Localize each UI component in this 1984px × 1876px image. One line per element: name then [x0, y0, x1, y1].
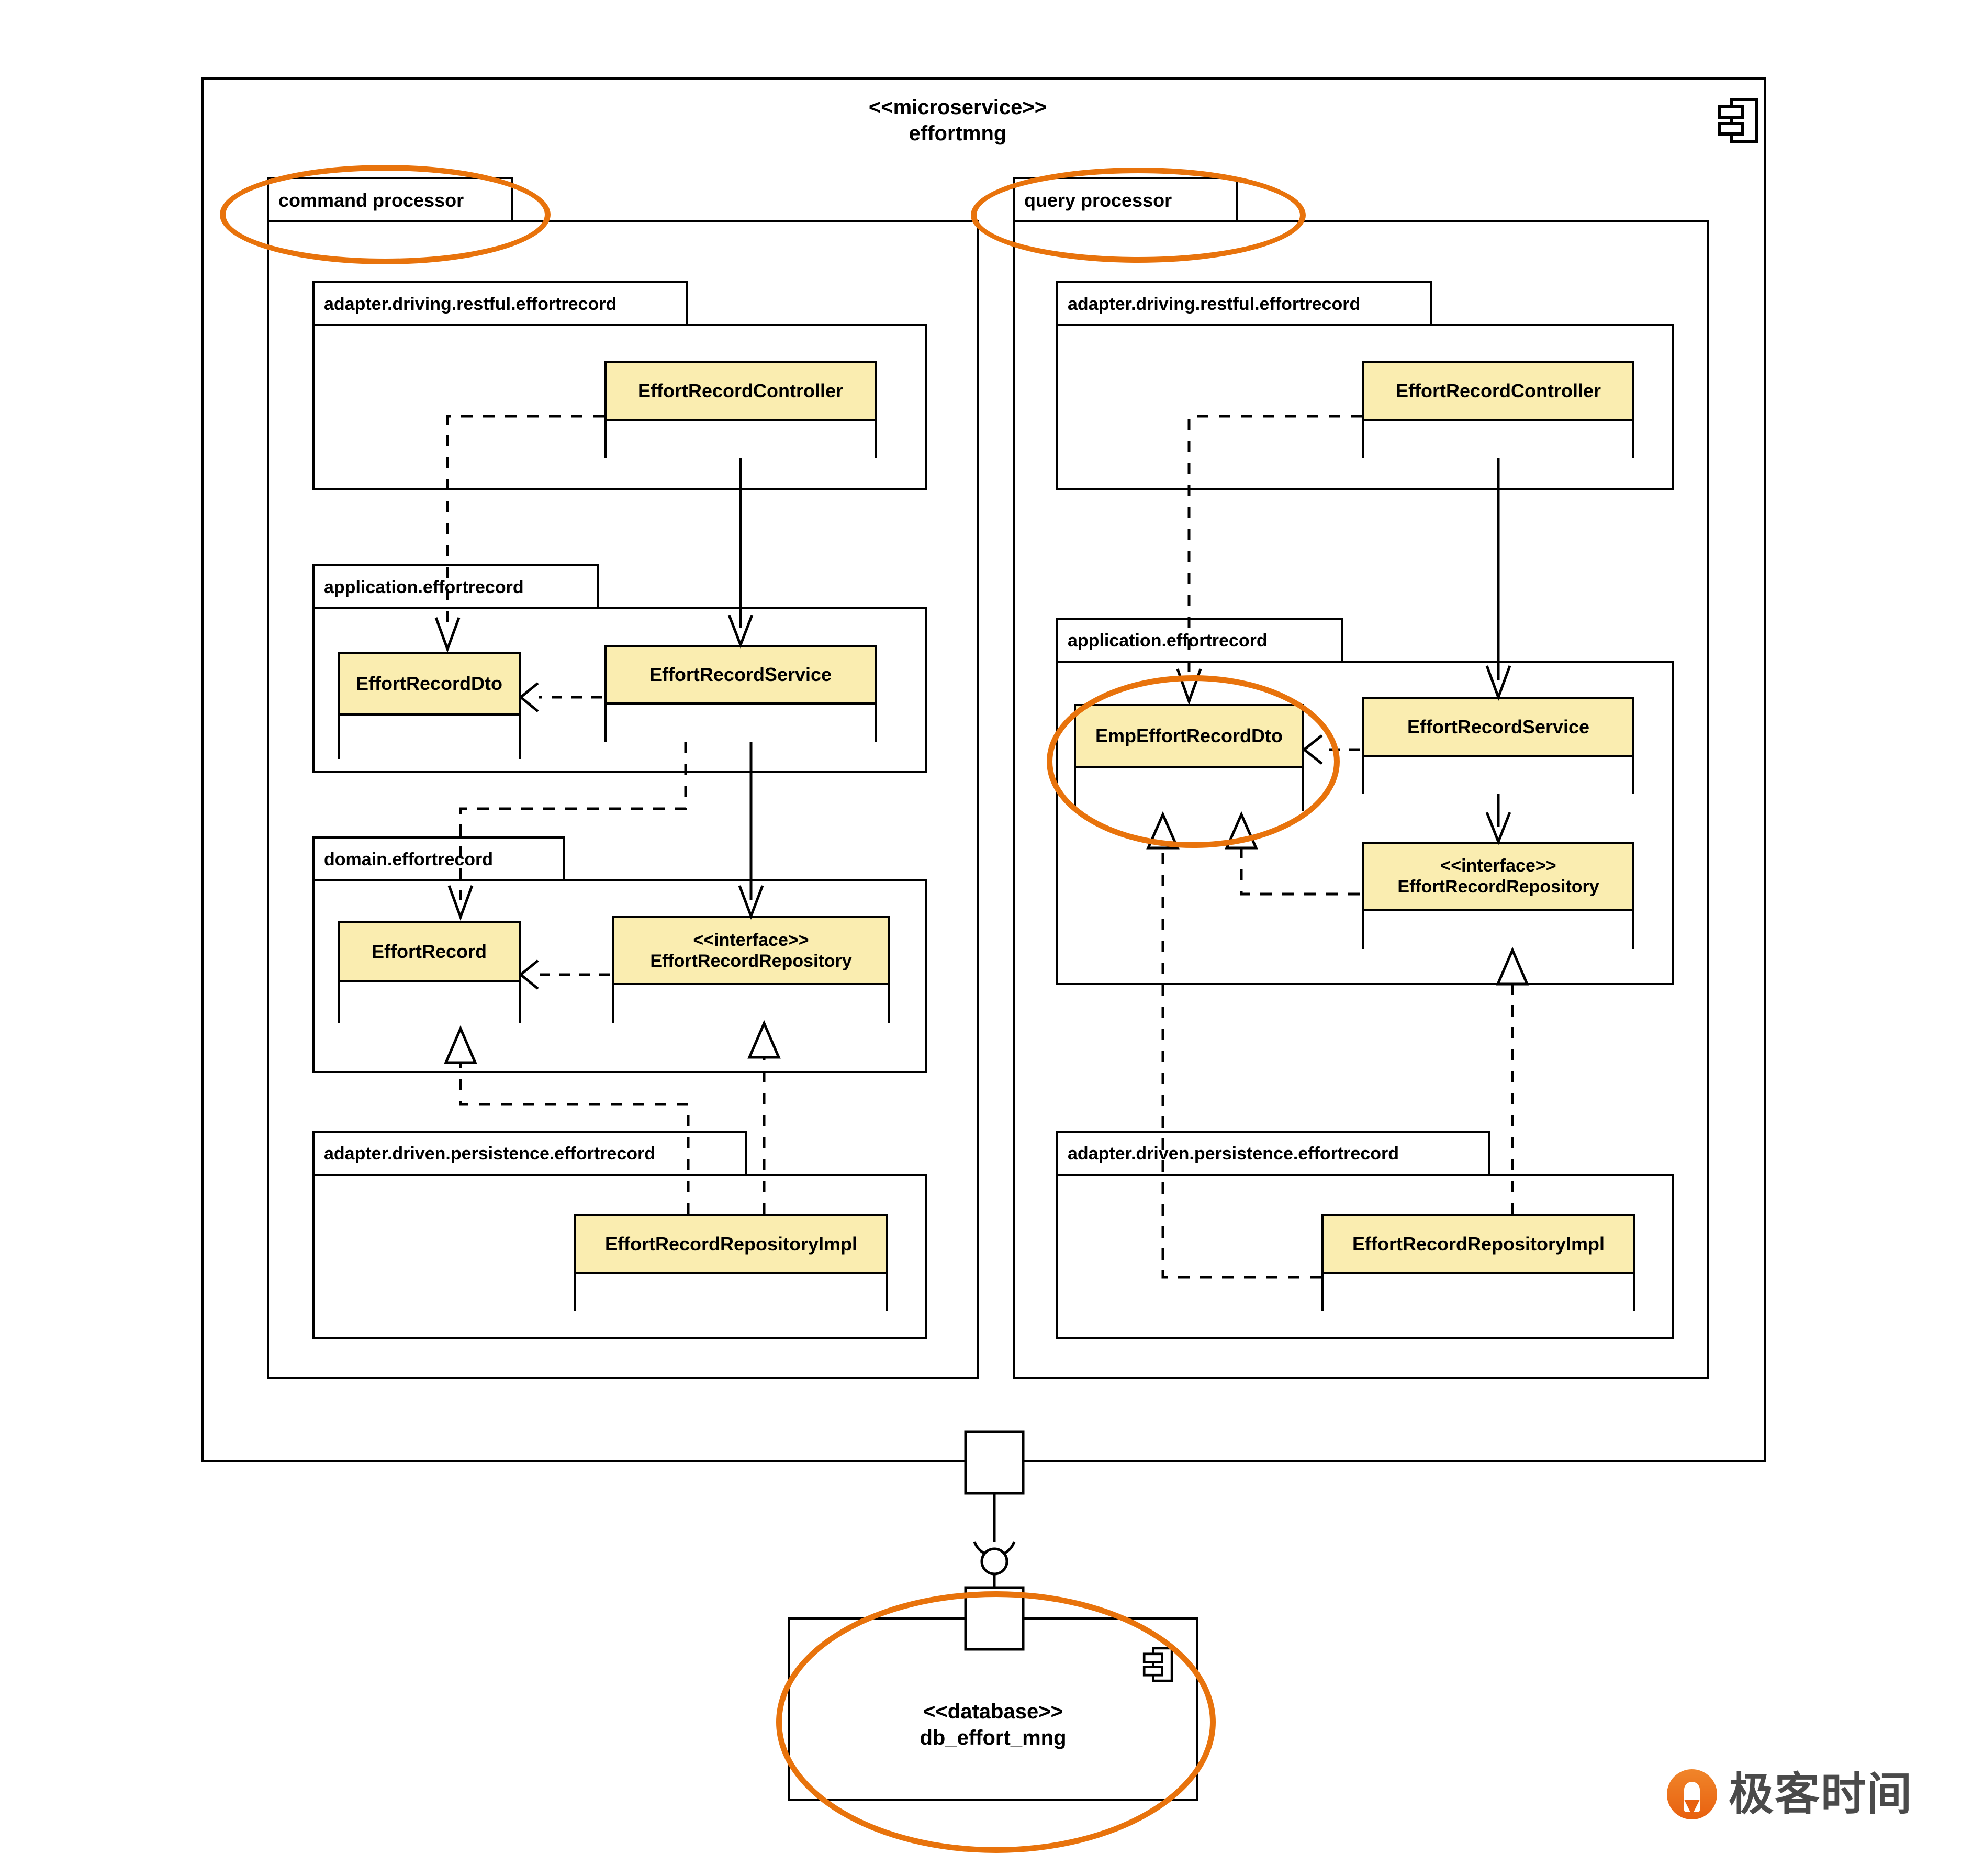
class-query-effortrecordrepository: <<interface>> EffortRecordRepository — [1362, 842, 1634, 949]
class-cmd-effortrecordcontroller: EffortRecordController — [604, 361, 877, 458]
class-query-effortrecordrepositoryimpl: EffortRecordRepositoryImpl — [1321, 1214, 1635, 1311]
highlight-ellipse-database — [776, 1591, 1216, 1853]
class-name: EffortRecordRepositoryImpl — [1352, 1233, 1605, 1255]
package-tab-label: adapter.driven.persistence.effortrecord — [1068, 1144, 1399, 1164]
package-tab-label: domain.effortrecord — [324, 850, 494, 869]
class-body — [1324, 1274, 1633, 1311]
class-query-effortrecordservice: EffortRecordService — [1362, 697, 1634, 794]
class-body — [607, 421, 875, 458]
class-body — [340, 982, 519, 1023]
package-tab-label: application.effortrecord — [324, 577, 524, 597]
class-header: EffortRecordRepositoryImpl — [576, 1216, 886, 1274]
class-header: EffortRecordController — [607, 363, 875, 421]
class-header: EffortRecordController — [1364, 363, 1632, 421]
class-cmd-effortrecordrepositoryimpl: EffortRecordRepositoryImpl — [574, 1214, 888, 1311]
class-body — [614, 985, 888, 1023]
package-tab-cmd-driving: adapter.driving.restful.effortrecord — [312, 281, 688, 326]
package-tab-query-application: application.effortrecord — [1056, 618, 1343, 662]
class-body — [576, 1274, 886, 1311]
class-stereotype: <<interface>> — [693, 930, 809, 950]
class-cmd-effortrecorddto: EffortRecordDto — [338, 652, 521, 759]
class-cmd-effortrecordrepository: <<interface>> EffortRecordRepository — [612, 916, 890, 1023]
geektime-logo-icon — [1667, 1769, 1717, 1819]
class-name: EffortRecordRepository — [1397, 877, 1599, 897]
package-tab-query-driven: adapter.driven.persistence.effortrecord — [1056, 1131, 1490, 1175]
component-icon — [1718, 98, 1758, 143]
class-cmd-effortrecord: EffortRecord — [338, 921, 521, 1023]
package-tab-label: adapter.driving.restful.effortrecord — [324, 294, 617, 314]
class-name: EffortRecord — [371, 940, 487, 962]
highlight-ellipse-empeffortrecorddto — [1047, 675, 1340, 848]
class-name: EffortRecordRepository — [650, 951, 852, 971]
class-name: EffortRecordDto — [356, 672, 502, 694]
highlight-ellipse-query-processor — [971, 168, 1306, 263]
package-tab-cmd-application: application.effortrecord — [312, 564, 599, 609]
class-body — [1364, 911, 1632, 949]
class-header: EffortRecord — [340, 923, 519, 982]
class-header: <<interface>> EffortRecordRepository — [1364, 844, 1632, 911]
class-name: EffortRecordController — [637, 379, 843, 401]
class-query-effortrecordcontroller: EffortRecordController — [1362, 361, 1634, 458]
geektime-logo-text: 极客时间 — [1729, 1769, 1913, 1819]
package-tab-label: adapter.driven.persistence.effortrecord — [324, 1144, 656, 1164]
class-header: EffortRecordService — [607, 647, 875, 705]
class-name: EffortRecordService — [649, 663, 832, 685]
class-body — [607, 705, 875, 742]
class-cmd-effortrecordservice: EffortRecordService — [604, 645, 877, 742]
microservice-stereotype: <<microservice>> — [868, 96, 1047, 119]
class-body — [340, 716, 519, 759]
class-body — [1364, 421, 1632, 458]
class-header: EffortRecordService — [1364, 699, 1632, 757]
geektime-logo: 极客时间 — [1667, 1769, 1913, 1819]
package-tab-cmd-domain: domain.effortrecord — [312, 836, 565, 881]
package-tab-cmd-driven: adapter.driven.persistence.effortrecord — [312, 1131, 747, 1175]
microservice-title: <<microservice>> effortmng — [775, 94, 1141, 147]
microservice-name: effortmng — [909, 122, 1007, 145]
highlight-ellipse-command-processor — [220, 165, 551, 264]
package-tab-query-driving: adapter.driving.restful.effortrecord — [1056, 281, 1432, 326]
class-header: EffortRecordRepositoryImpl — [1324, 1216, 1633, 1274]
class-header: <<interface>> EffortRecordRepository — [614, 918, 888, 985]
class-name: EffortRecordController — [1395, 379, 1601, 401]
class-name: EffortRecordRepositoryImpl — [604, 1233, 858, 1255]
package-tab-label: application.effortrecord — [1068, 631, 1268, 651]
class-body — [1364, 757, 1632, 794]
class-stereotype: <<interface>> — [1440, 855, 1556, 876]
class-header: EffortRecordDto — [340, 654, 519, 716]
package-tab-label: adapter.driving.restful.effortrecord — [1068, 294, 1361, 314]
class-name: EffortRecordService — [1407, 716, 1590, 738]
